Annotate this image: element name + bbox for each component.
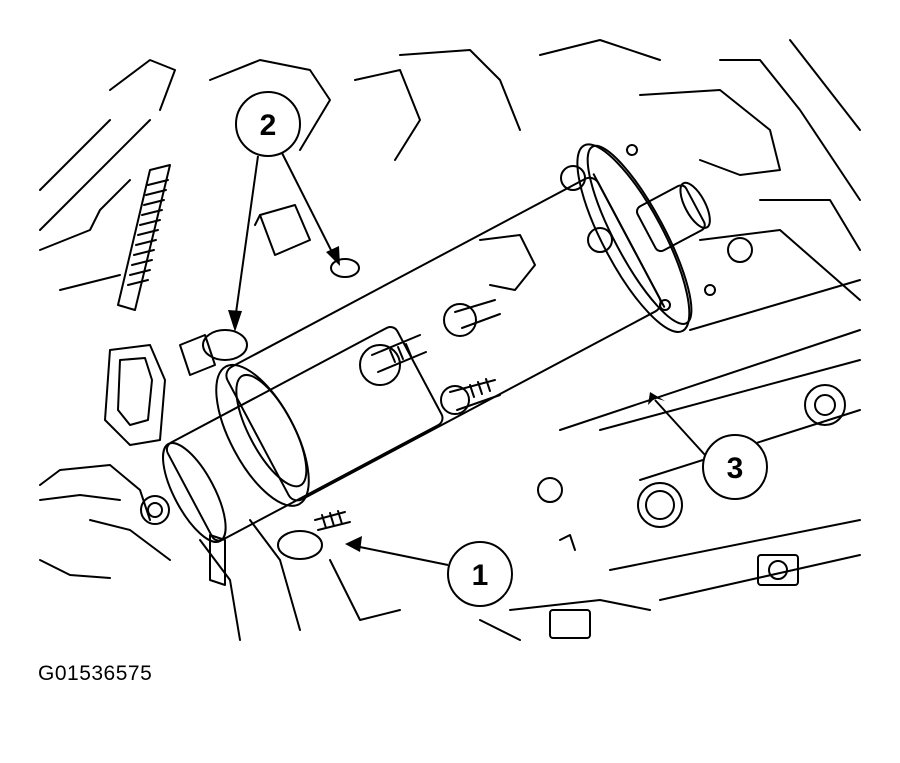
callout-2: 2 xyxy=(228,91,340,332)
callout-3-label: 3 xyxy=(727,452,744,485)
starter-motor xyxy=(215,143,711,507)
callout-1: 1 xyxy=(345,536,513,607)
engine-block-outline xyxy=(39,39,861,641)
callout-1-label: 1 xyxy=(472,559,489,592)
callout-2-label: 2 xyxy=(260,109,277,142)
upper-mounting-bolt xyxy=(179,258,360,376)
lower-mounting-bolt xyxy=(209,510,351,586)
terminal-studs xyxy=(359,234,536,415)
sensor-block xyxy=(259,204,311,256)
callout-3: 3 xyxy=(648,392,768,500)
figure-id: G01536575 xyxy=(38,662,153,685)
mounting-bolts xyxy=(537,384,846,639)
mounting-stud xyxy=(117,164,171,311)
solenoid xyxy=(162,326,444,543)
bracket xyxy=(104,344,170,525)
flange-bolts xyxy=(560,144,753,311)
